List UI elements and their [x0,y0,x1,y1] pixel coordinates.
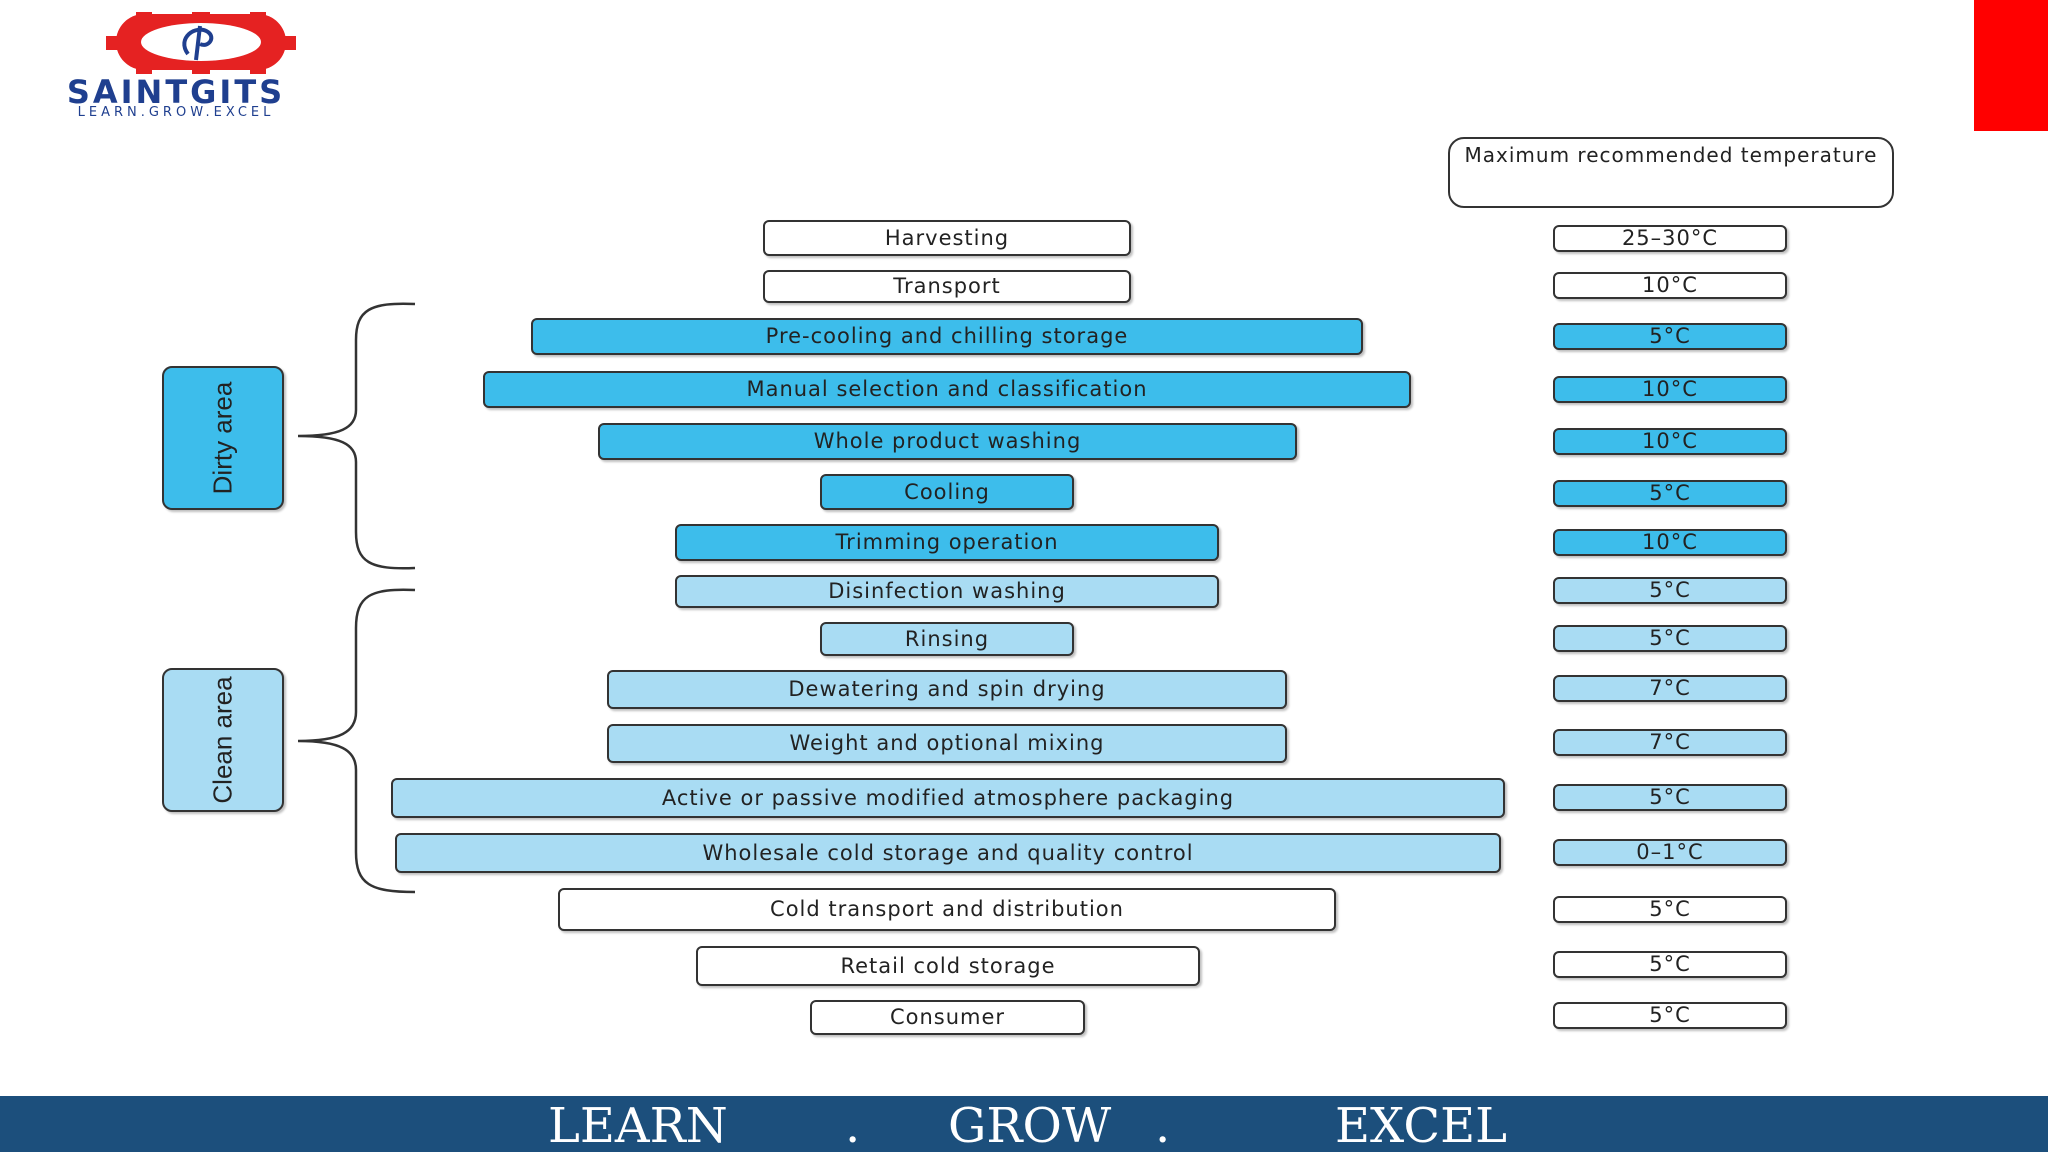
step-manual-selection: Manual selection and classification [483,371,1411,408]
step-harvesting: Harvesting [763,220,1131,256]
step-dewatering: Dewatering and spin drying [607,670,1287,709]
temp-cold-transport: 5°C [1553,896,1787,923]
footer-grow: GROW [948,1098,1112,1154]
gear-icon [106,12,296,74]
temp-consumer: 5°C [1553,1002,1787,1029]
step-pre-cooling: Pre-cooling and chilling storage [531,318,1363,355]
clean-area-box: Clean area [162,668,284,812]
temp-pre-cooling: 5°C [1553,323,1787,350]
logo-name: SAINTGITS [66,73,286,111]
clean-area-label: Clean area [207,676,238,804]
logo-tagline: LEARN.GROW.EXCEL [77,105,275,120]
step-trimming-operation: Trimming operation [675,524,1219,561]
step-map-packaging: Active or passive modified atmosphere pa… [391,778,1505,818]
temperature-column-header: Maximum recommended temperature [1448,137,1894,208]
footer-learn: LEARN [548,1098,728,1154]
step-consumer: Consumer [810,1000,1085,1035]
dirty-area-brace [297,302,416,570]
red-corner-tab [1974,0,2048,131]
temp-cooling: 5°C [1553,480,1787,507]
step-rinsing: Rinsing [820,622,1074,656]
step-transport: Transport [763,270,1131,303]
dirty-area-label: Dirty area [207,381,238,495]
temp-wholesale-cold-storage: 0–1°C [1553,839,1787,866]
dirty-area-box: Dirty area [162,366,284,510]
step-cold-transport: Cold transport and distribution [558,888,1336,931]
temp-manual-selection: 10°C [1553,376,1787,403]
temp-trimming-operation: 10°C [1553,529,1787,556]
step-weight-mixing: Weight and optional mixing [607,724,1287,763]
temp-transport: 10°C [1553,272,1787,299]
footer-excel: EXCEL [1335,1098,1508,1154]
saintgits-logo: SAINTGITS LEARN.GROW.EXCEL [26,12,326,120]
step-disinfection-washing: Disinfection washing [675,575,1219,608]
footer-dot-1: . [845,1098,861,1154]
temp-harvesting: 25–30°C [1553,225,1787,252]
step-whole-product-washing: Whole product washing [598,423,1297,460]
temp-map-packaging: 5°C [1553,784,1787,811]
step-cooling: Cooling [820,474,1074,510]
clean-area-brace [297,588,416,894]
footer-bar: LEARN . GROW . EXCEL [0,1096,2048,1152]
temp-whole-product-washing: 10°C [1553,428,1787,455]
temp-disinfection-washing: 5°C [1553,577,1787,604]
temp-retail-cold-storage: 5°C [1553,951,1787,978]
temp-weight-mixing: 7°C [1553,729,1787,756]
footer-dot-2: . [1155,1098,1171,1154]
step-retail-cold-storage: Retail cold storage [696,946,1200,986]
temp-rinsing: 5°C [1553,625,1787,652]
temp-dewatering: 7°C [1553,675,1787,702]
step-wholesale-cold-storage: Wholesale cold storage and quality contr… [395,833,1501,873]
